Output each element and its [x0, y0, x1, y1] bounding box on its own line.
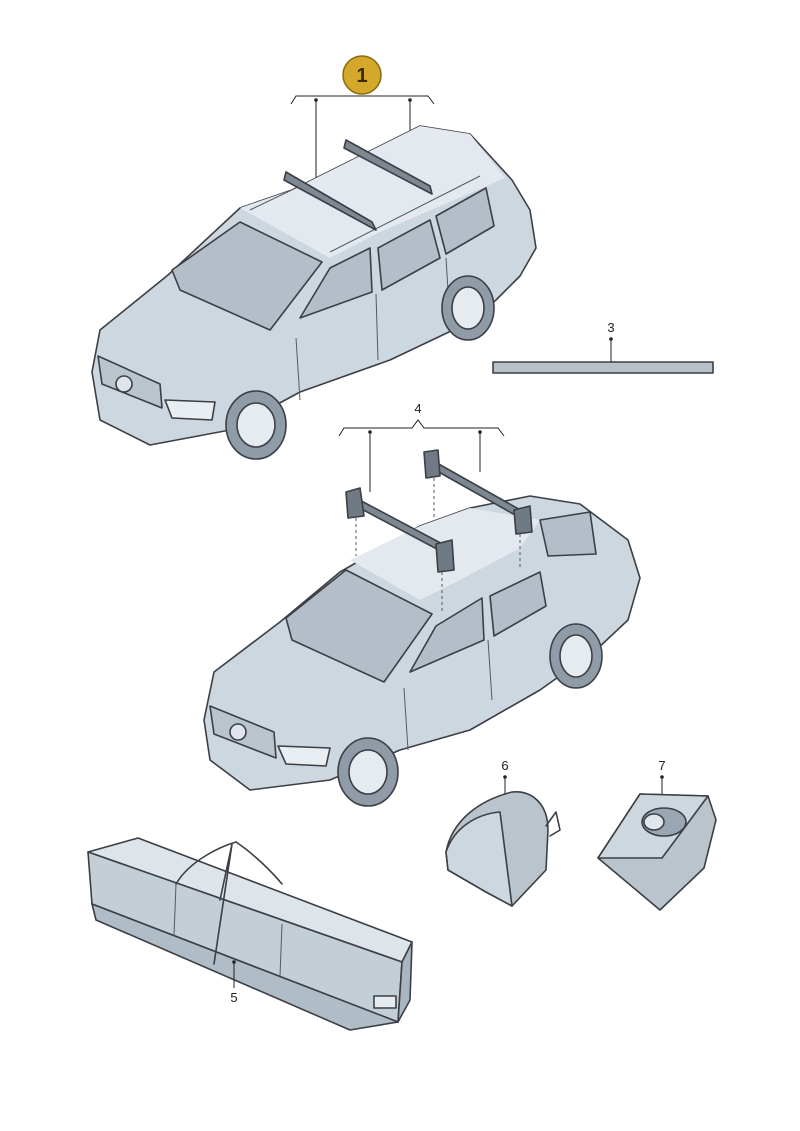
callout-1: 1 — [290, 55, 435, 178]
estate-car-illustration — [91, 125, 537, 460]
callout-7-label: 7 — [658, 758, 665, 773]
callout-1-badge — [342, 55, 382, 95]
roof-bar-front — [283, 171, 377, 231]
callout-3-label: 3 — [607, 320, 614, 335]
roof-bar-rear — [343, 139, 433, 195]
sedan-roof-bar-front — [345, 487, 455, 573]
callout-6: 6 — [445, 758, 561, 907]
callout-3: 3 — [492, 320, 714, 374]
callout-6-label: 6 — [501, 758, 508, 773]
callout-5-label: 5 — [230, 990, 237, 1005]
callout-4-label: 4 — [414, 401, 421, 416]
part-3-strip — [492, 361, 714, 374]
callout-1-bracket — [290, 95, 435, 105]
callout-5: 5 — [87, 837, 413, 1031]
callout-1-label: 1 — [356, 65, 367, 87]
sedan-car-illustration — [203, 449, 641, 807]
part-5-storage-bag — [87, 837, 413, 1031]
part-7-lock-cover — [597, 793, 717, 911]
part-6-end-cap — [445, 791, 561, 907]
callout-7: 7 — [597, 758, 717, 911]
callout-4: 4 — [338, 401, 505, 492]
sedan-roof-bar-rear — [423, 449, 533, 535]
